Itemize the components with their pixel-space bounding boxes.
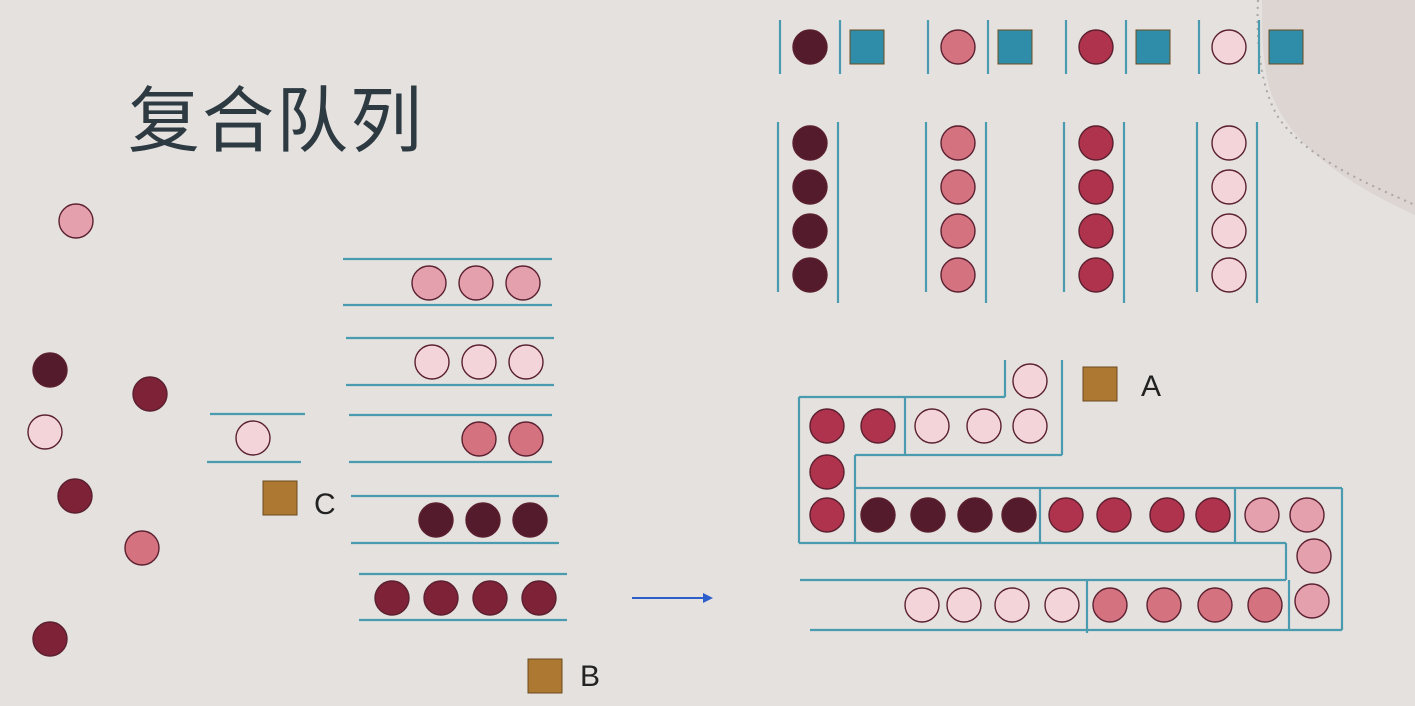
left-queue-item bbox=[461, 344, 497, 380]
label-b: B bbox=[580, 660, 600, 693]
small-queue-item bbox=[235, 420, 271, 456]
left-queue-item bbox=[465, 502, 501, 538]
consumer-square bbox=[1135, 29, 1171, 65]
task-a-square bbox=[1082, 366, 1118, 402]
left-queue-item bbox=[472, 580, 508, 616]
composite-queue-item bbox=[1197, 587, 1233, 623]
composite-queue-item bbox=[1149, 497, 1185, 533]
composite-queue-item bbox=[1012, 408, 1048, 444]
composite-queue-item bbox=[1012, 363, 1048, 399]
composite-queue-item bbox=[1001, 497, 1037, 533]
composite-queue-item bbox=[904, 587, 940, 623]
composite-queue-item bbox=[860, 408, 896, 444]
left-queue-item bbox=[521, 580, 557, 616]
scattered-item bbox=[57, 478, 93, 514]
scattered-item bbox=[58, 203, 94, 239]
composite-queue-item bbox=[966, 408, 1002, 444]
composite-queue-item bbox=[1247, 587, 1283, 623]
scattered-item bbox=[132, 376, 168, 412]
consumer-lane-item bbox=[1078, 213, 1114, 249]
left-queue-item bbox=[508, 421, 544, 457]
left-queue-item bbox=[508, 344, 544, 380]
consumer-lane-head-item bbox=[1078, 29, 1114, 65]
composite-queue-item bbox=[914, 408, 950, 444]
scattered-item bbox=[124, 530, 160, 566]
consumer-square bbox=[997, 29, 1033, 65]
label-a: A bbox=[1141, 370, 1161, 403]
composite-queue-item bbox=[1244, 497, 1280, 533]
consumer-lane-item bbox=[1211, 257, 1247, 293]
label-c: C bbox=[314, 488, 336, 521]
left-queue-item bbox=[374, 580, 410, 616]
arrow-head bbox=[703, 593, 713, 603]
scattered-item bbox=[32, 352, 68, 388]
consumer-lane-item bbox=[792, 213, 828, 249]
task-b-square bbox=[527, 658, 563, 694]
composite-queue-item bbox=[1296, 538, 1332, 574]
scattered-item bbox=[32, 621, 68, 657]
composite-queue-item bbox=[957, 497, 993, 533]
consumer-lane-item bbox=[1078, 257, 1114, 293]
task-c-square bbox=[262, 480, 298, 516]
left-queue-item bbox=[461, 421, 497, 457]
composite-queue-item bbox=[1096, 497, 1132, 533]
left-queue-item bbox=[512, 502, 548, 538]
consumer-lane-item bbox=[1211, 169, 1247, 205]
composite-queue-item bbox=[1044, 587, 1080, 623]
left-queue-item bbox=[505, 265, 541, 301]
consumer-lane-head-item bbox=[792, 29, 828, 65]
consumer-lane-item bbox=[940, 125, 976, 161]
consumer-lane-item bbox=[940, 257, 976, 293]
composite-queue-item bbox=[809, 497, 845, 533]
consumer-lane-item bbox=[1078, 125, 1114, 161]
composite-queue-item bbox=[809, 454, 845, 490]
corner-dotted-curve bbox=[1256, 0, 1415, 206]
composite-queue-item bbox=[1294, 583, 1330, 619]
left-queue-item bbox=[418, 502, 454, 538]
consumer-lane-item bbox=[1211, 213, 1247, 249]
composite-queue-item bbox=[860, 497, 896, 533]
left-queue-item bbox=[423, 580, 459, 616]
consumer-lane-head-item bbox=[1211, 29, 1247, 65]
composite-queue-item bbox=[1048, 497, 1084, 533]
composite-queue-item bbox=[1092, 587, 1128, 623]
consumer-lane-item bbox=[1211, 125, 1247, 161]
composite-queue-item bbox=[809, 408, 845, 444]
consumer-square bbox=[1268, 29, 1304, 65]
composite-queue-item bbox=[946, 587, 982, 623]
consumer-lane-item bbox=[792, 169, 828, 205]
composite-queue-item bbox=[1146, 587, 1182, 623]
left-queue-item bbox=[414, 344, 450, 380]
composite-queue-item bbox=[910, 497, 946, 533]
slide-title: 复合队列 bbox=[128, 79, 425, 163]
left-queue-item bbox=[458, 265, 494, 301]
consumer-lane-item bbox=[1078, 169, 1114, 205]
composite-queue-item bbox=[1289, 497, 1325, 533]
consumer-lane-item bbox=[940, 213, 976, 249]
composite-queue-item bbox=[994, 587, 1030, 623]
consumer-lane-item bbox=[940, 169, 976, 205]
consumer-lane-head-item bbox=[940, 29, 976, 65]
consumer-lane-item bbox=[792, 257, 828, 293]
consumer-square bbox=[849, 29, 885, 65]
left-queue-item bbox=[411, 265, 447, 301]
composite-queue-item bbox=[1195, 497, 1231, 533]
scattered-item bbox=[27, 414, 63, 450]
consumer-lane-item bbox=[792, 125, 828, 161]
